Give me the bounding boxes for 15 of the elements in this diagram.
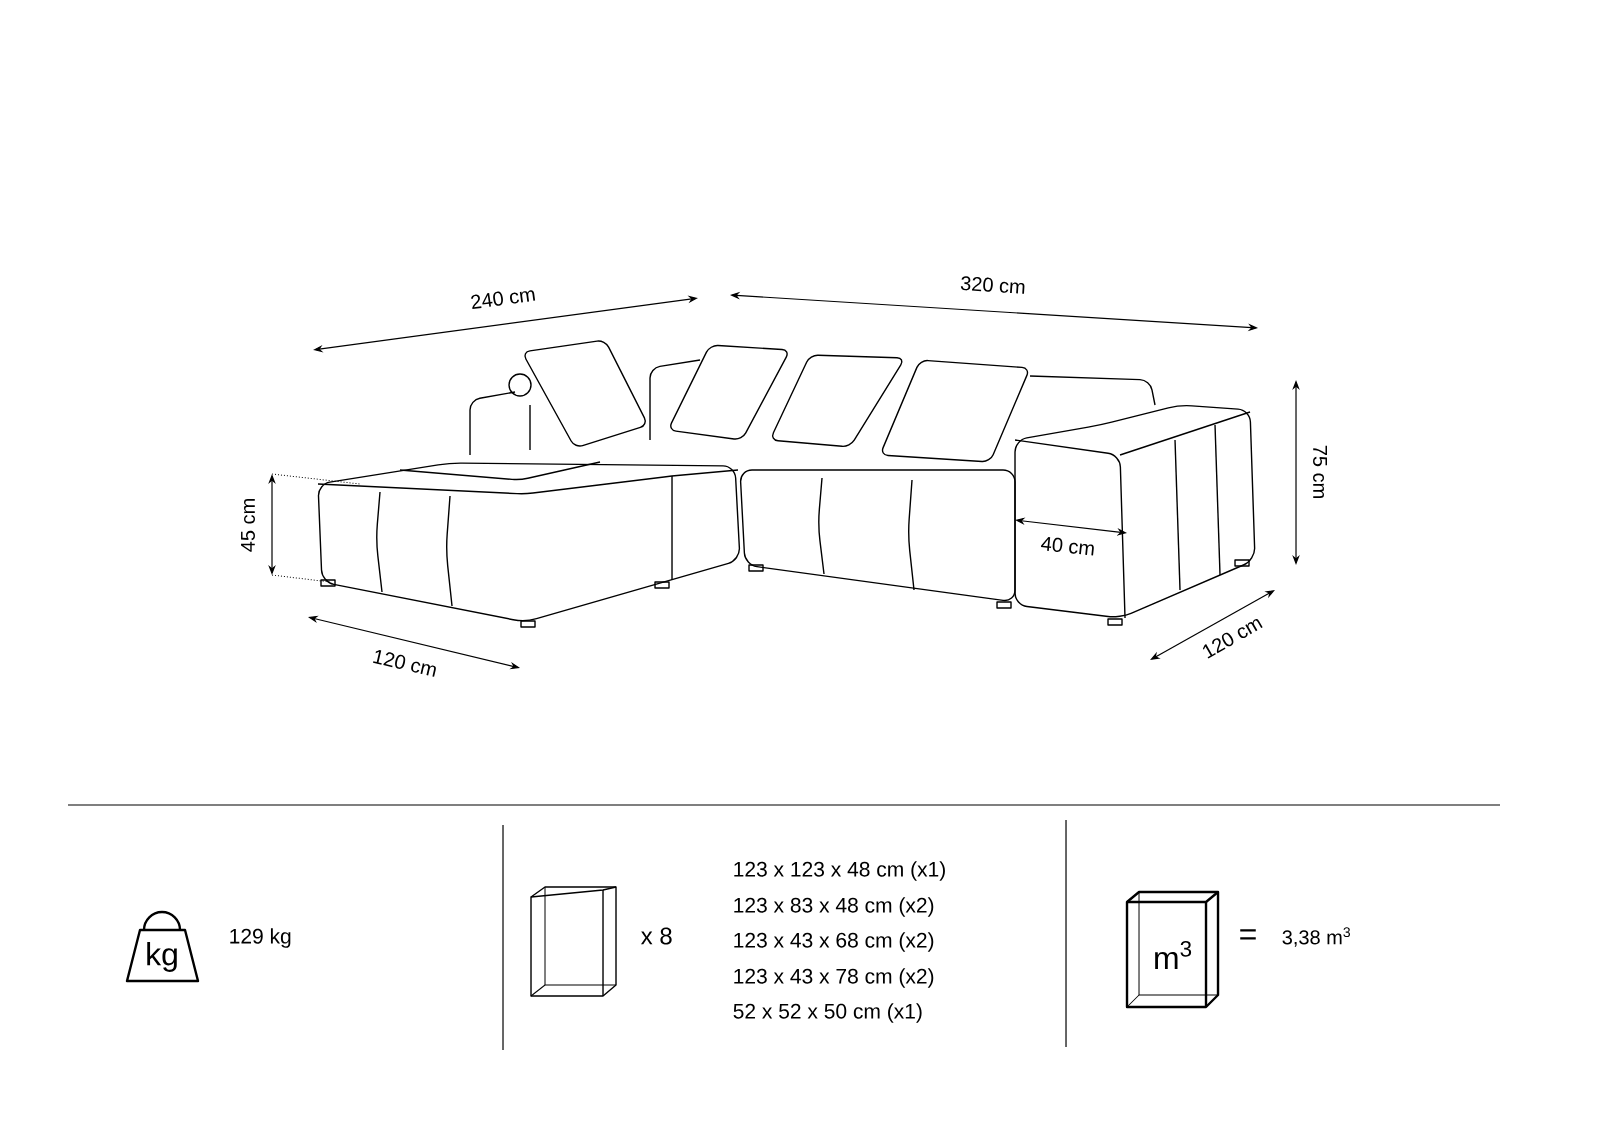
package-size: 123 x 83 x 48 cm (x2)	[734, 897, 934, 917]
package-size: 123 x 43 x 78 cm (x2)	[734, 968, 934, 988]
dimension-label: 320 cm	[960, 276, 1025, 294]
volume-value: 3,38 m$^{3}$	[1282, 927, 1350, 947]
dimension-label: 240 cm	[471, 290, 536, 310]
dimension-label: 45 cm	[241, 499, 255, 552]
dimension-label: 75 cm	[1313, 445, 1327, 498]
weight-value: 129 kg	[230, 928, 291, 948]
package-size: 123 x 123 x 48 cm (x1)	[734, 861, 945, 881]
package-size: 123 x 43 x 68 cm (x2)	[734, 932, 934, 952]
dimension-label: 120 cm	[1202, 618, 1263, 659]
dimension-label: 40 cm	[1041, 537, 1094, 556]
package-count: x 8	[641, 927, 672, 945]
package-size: 52 x 52 x 50 cm (x1)	[733, 1003, 922, 1023]
dimension-label: 120 cm	[373, 650, 436, 677]
